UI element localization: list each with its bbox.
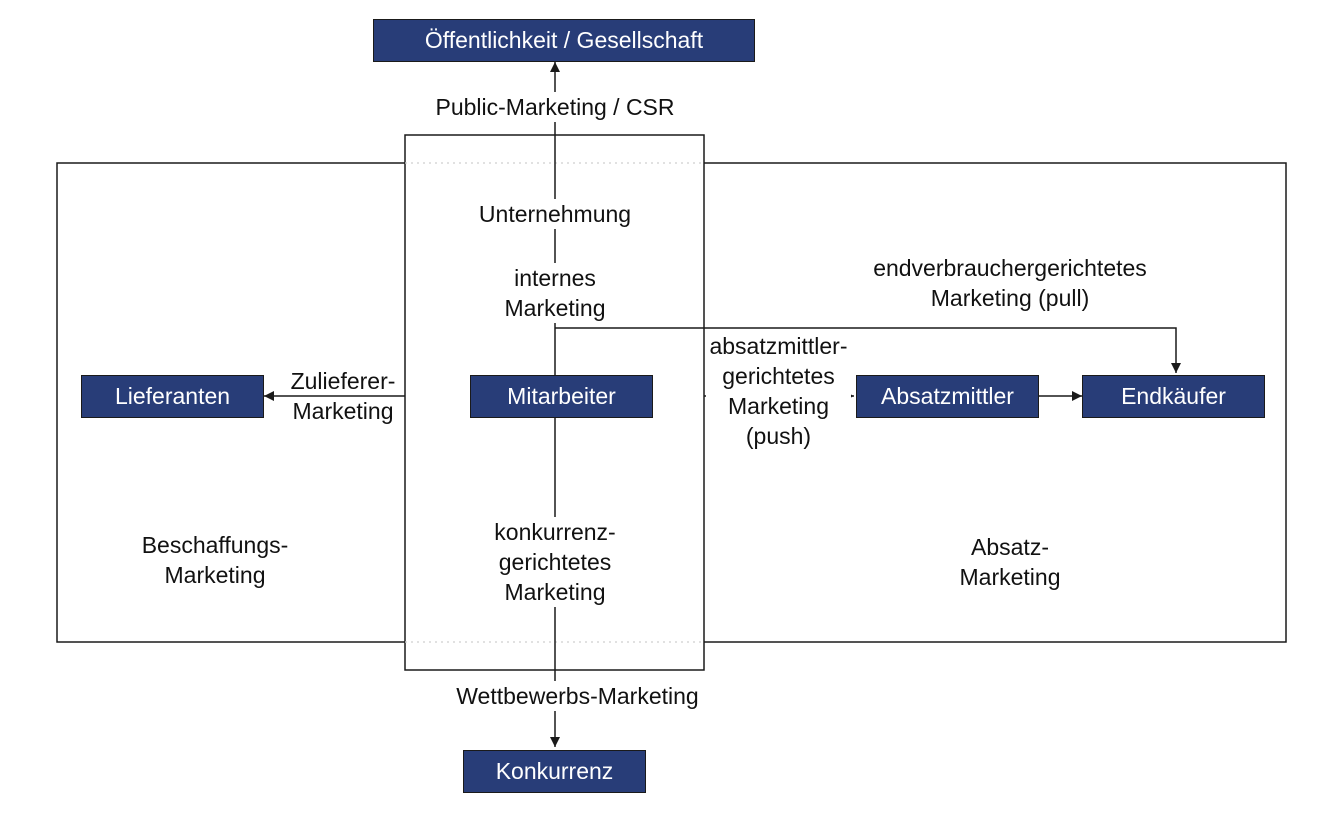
label-public-marketing-text: Public-Marketing / CSR [435, 94, 675, 120]
arrow-pull-to-endbuyers [555, 327, 1181, 373]
label-competition-marketing-text: Wettbewerbs-Marketing [456, 683, 699, 709]
node-end-buyers: Endkäufer [1082, 375, 1265, 418]
label-push-line3: Marketing [706, 391, 851, 421]
node-public: Öffentlichkeit / Gesellschaft [373, 19, 755, 62]
label-internal-line1: internes [514, 265, 596, 291]
node-competition: Konkurrenz [463, 750, 646, 793]
label-company: Unternehmung [460, 199, 650, 229]
label-supplier-line2: Marketing [292, 398, 394, 424]
label-supplier-line1: Zulieferer- [290, 368, 396, 394]
label-competitor-line2: gerichtetes [498, 549, 612, 575]
node-employees: Mitarbeiter [470, 375, 653, 418]
label-competitor-marketing: konkurrenz- gerichtetes Marketing [478, 517, 632, 607]
label-public-marketing: Public-Marketing / CSR [410, 92, 700, 122]
label-sales-line2: Marketing [959, 564, 1061, 590]
label-internal-marketing: internes Marketing [495, 263, 615, 323]
label-pull-line2: Marketing (pull) [930, 285, 1090, 311]
label-sales-line1: Absatz- [971, 534, 1049, 560]
label-competition-marketing: Wettbewerbs-Marketing [430, 681, 725, 711]
label-push-line2: gerichtetes [706, 361, 851, 391]
label-sales-marketing: Absatz- Marketing [920, 532, 1100, 592]
label-company-text: Unternehmung [478, 201, 632, 227]
label-pull-marketing: endverbrauchergerichtetes Marketing (pul… [840, 253, 1180, 313]
label-procurement-marketing: Beschaffungs- Marketing [120, 530, 310, 590]
label-push-marketing: absatzmittler- gerichtetes Marketing (pu… [706, 331, 851, 451]
label-pull-line1: endverbrauchergerichtetes [873, 255, 1147, 281]
node-suppliers: Lieferanten [81, 375, 264, 418]
label-procurement-line2: Marketing [164, 562, 266, 588]
label-supplier-marketing: Zulieferer- Marketing [278, 366, 408, 426]
label-push-line1: absatzmittler- [709, 333, 848, 359]
label-procurement-line1: Beschaffungs- [141, 532, 289, 558]
node-intermediaries: Absatzmittler [856, 375, 1039, 418]
label-competitor-line3: Marketing [504, 579, 606, 605]
label-internal-line2: Marketing [504, 295, 606, 321]
label-competitor-line1: konkurrenz- [494, 519, 616, 545]
label-push-line4: (push) [745, 423, 812, 449]
